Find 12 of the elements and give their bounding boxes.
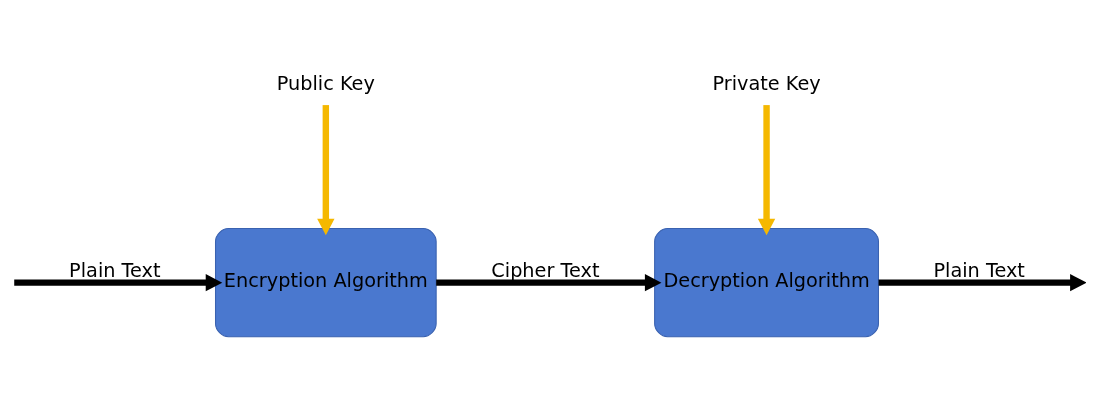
edge-label: Plain Text [69,258,161,282]
arrow [878,273,1086,291]
node-text: Private Key [712,71,821,95]
arrow [436,273,662,291]
edge-label: Plain Text [933,258,1025,282]
node-box: Encryption Algorithm [215,227,437,337]
node-box: Decryption Algorithm [654,227,879,337]
arrow [14,273,223,291]
node-text: Public Key [276,71,375,95]
arrow [757,104,776,235]
edge-label: Cipher Text [491,258,600,282]
arrow [317,104,335,235]
